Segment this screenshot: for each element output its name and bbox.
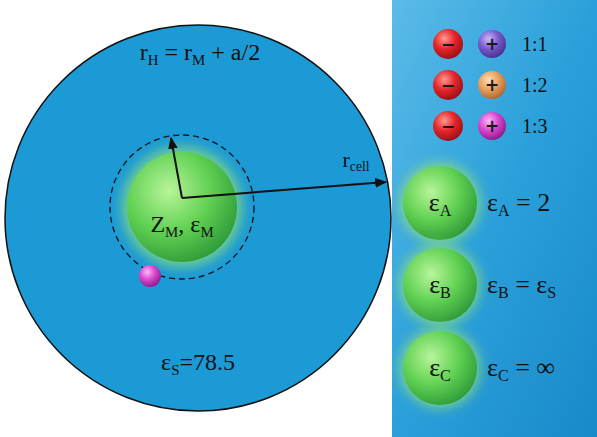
- permittivity-value: εB = εS: [487, 271, 556, 300]
- text-run: ε: [429, 353, 440, 382]
- text-run: =78.5: [179, 349, 235, 375]
- anion-ball: −: [433, 111, 463, 141]
- sphere-glow: [399, 244, 480, 325]
- counterion-ball: [139, 265, 161, 287]
- sphere-glow: [122, 147, 243, 268]
- node-outline: [127, 152, 237, 262]
- text-run: A: [440, 202, 452, 219]
- valence-ratio: 1:3: [522, 115, 548, 137]
- text-run: , ε: [178, 211, 200, 237]
- charge-sign: −: [441, 76, 455, 95]
- valence-ratio: 1:1: [522, 33, 548, 55]
- sphere-body: [403, 166, 477, 240]
- text-run: cell: [350, 159, 370, 174]
- ion-body: [433, 70, 463, 100]
- charge-sign: +: [485, 35, 499, 54]
- anion-ball: −: [433, 70, 463, 100]
- sphere-body: [403, 331, 477, 405]
- text-run: −: [441, 75, 455, 95]
- cation-ball: +: [478, 112, 506, 140]
- ion-body: [478, 112, 506, 140]
- anion-ball: −: [433, 29, 463, 59]
- text-run: 1:3: [522, 115, 548, 137]
- text-run: = ∞: [509, 353, 555, 382]
- sphere-glow: [399, 162, 480, 243]
- text-run: −: [441, 34, 455, 54]
- node-label: ZM, εM: [150, 211, 213, 237]
- macroion-sphere: ZM, εM: [127, 152, 237, 262]
- text-run: 1:2: [522, 74, 548, 96]
- charge-sign: +: [485, 117, 499, 136]
- sphere-body: [403, 248, 477, 322]
- ion-body: [433, 111, 463, 141]
- text-run: S: [547, 284, 556, 301]
- radius-formula: rH = rM + a/2: [140, 39, 260, 65]
- text-run: +: [485, 34, 499, 54]
- text-run: M: [200, 224, 213, 240]
- text-run: = r: [159, 39, 193, 65]
- charge-sign: −: [441, 117, 455, 136]
- node-label: εC: [429, 354, 451, 383]
- text-run: + a/2: [205, 39, 260, 65]
- sphere-body: [127, 152, 237, 262]
- ion-body: [478, 71, 506, 99]
- valence-ratio: 1:2: [522, 74, 548, 96]
- text-run: ε: [429, 270, 440, 299]
- sphere-glow: [399, 327, 480, 408]
- charge-sign: −: [441, 35, 455, 54]
- dielectric-sphere: εA: [403, 166, 477, 240]
- cation-ball: +: [478, 30, 506, 58]
- legend-panel: [392, 0, 597, 437]
- cation-ball: +: [478, 71, 506, 99]
- text-run: M: [192, 52, 205, 68]
- text-run: C: [498, 367, 509, 384]
- text-run: ε: [487, 270, 498, 299]
- text-run: r: [343, 147, 350, 172]
- text-run: = ε: [509, 270, 548, 299]
- permittivity-value: εA = 2: [487, 189, 550, 218]
- text-run: +: [485, 75, 499, 95]
- node-label: εB: [429, 271, 451, 300]
- text-run: S: [171, 362, 179, 378]
- dielectric-sphere: εB: [403, 248, 477, 322]
- text-run: B: [498, 284, 509, 301]
- text-run: C: [440, 367, 451, 384]
- ion-body: [478, 30, 506, 58]
- charge-sign: +: [485, 76, 499, 95]
- text-run: −: [441, 116, 455, 136]
- dielectric-sphere: εC: [403, 331, 477, 405]
- text-run: ε: [429, 188, 440, 217]
- text-run: A: [498, 202, 510, 219]
- cell-radius-label: rcell: [343, 148, 370, 172]
- text-run: 1:1: [522, 33, 548, 55]
- cell-circle: [5, 25, 391, 411]
- text-run: +: [485, 116, 499, 136]
- text-run: M: [165, 224, 178, 240]
- radius-arrow: [171, 138, 182, 198]
- text-run: B: [440, 284, 451, 301]
- ion-body: [433, 29, 463, 59]
- cell-radius-arrow: [182, 182, 386, 198]
- hydrodynamic-radius-circle: [110, 135, 254, 279]
- text-run: Z: [150, 211, 165, 237]
- text-run: ε: [161, 349, 171, 375]
- node-label: εA: [429, 189, 452, 218]
- text-run: = 2: [510, 188, 551, 217]
- text-run: H: [148, 52, 159, 68]
- text-run: r: [140, 39, 148, 65]
- text-run: ε: [487, 188, 498, 217]
- simulation-cell: εS=78.5ZM, εM: [4, 24, 392, 412]
- permittivity-value: εC = ∞: [487, 354, 555, 383]
- text-run: ε: [487, 353, 498, 382]
- node-label: εS=78.5: [161, 349, 235, 375]
